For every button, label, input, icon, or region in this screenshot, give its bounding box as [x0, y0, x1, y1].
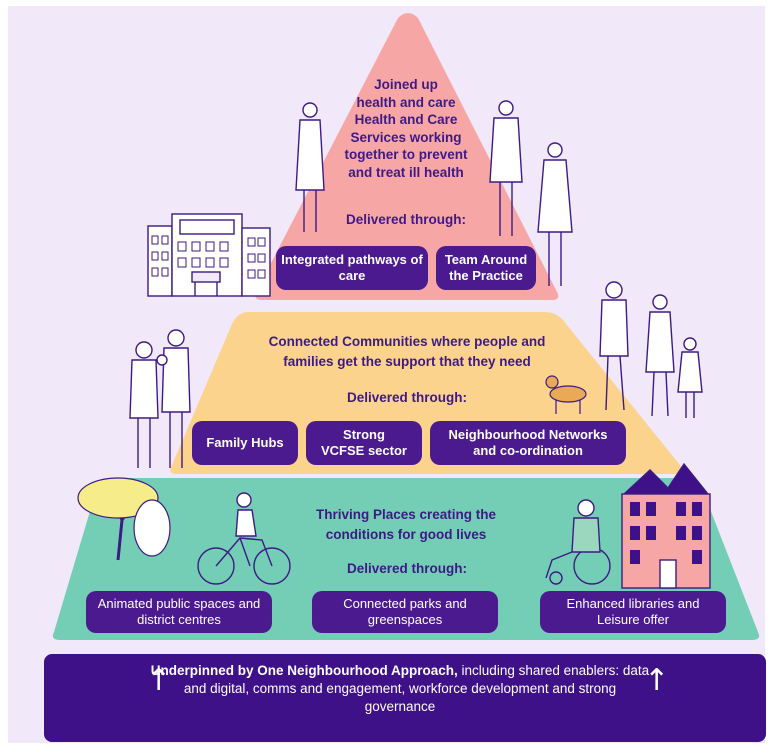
- top-heading-line: together to prevent: [344, 147, 468, 163]
- top-heading-line: Joined up: [374, 77, 438, 92]
- foundation-banner: [44, 654, 766, 742]
- foundation-text-bold: Underpinned by One Neighbourhood Approac…: [150, 663, 458, 678]
- bottom-tier-heading: Thriving Places creating the conditions …: [304, 505, 508, 544]
- middle-item-neighbourhood-networks: Neighbourhood Networks and co-ordination: [430, 421, 626, 465]
- nurse-figure: [537, 142, 573, 286]
- top-item-team-around-practice: Team Around the Practice: [436, 246, 536, 290]
- top-heading-line: and treat ill health: [348, 164, 464, 180]
- middle-item-strong-vcfse: Strong VCFSE sector: [306, 421, 422, 465]
- top-item-integrated-pathways: Integrated pathways of care: [276, 246, 428, 290]
- top-heading-line: Health and Care: [354, 112, 458, 128]
- bottom-item-connected-parks: Connected parks and greenspaces: [312, 591, 498, 633]
- foundation-text: Underpinned by One Neighbourhood Approac…: [150, 662, 650, 717]
- top-tier-heading: Joined up health and care Health and Car…: [324, 76, 488, 181]
- bottom-heading-line: Thriving Places creating the: [315, 507, 497, 522]
- hospital-illustration: [147, 213, 271, 297]
- doctor-figure: [295, 102, 325, 232]
- middle-heading-line: families get the support that they need: [283, 353, 531, 369]
- healthcare-worker-figure: [489, 100, 523, 236]
- middle-delivered-label: Delivered through:: [346, 390, 467, 405]
- middle-heading-line: Connected Communities where people and: [268, 334, 546, 349]
- library-building-illustration: [621, 462, 711, 589]
- top-tier-shape: [255, 13, 559, 300]
- top-heading-line: health and care: [356, 94, 456, 110]
- top-heading-line: Services working: [350, 129, 462, 145]
- up-arrow-icon: ↑: [644, 663, 670, 698]
- tree-illustration: [77, 477, 171, 561]
- foundation-text-rest: including shared enablers: data and digi…: [183, 663, 650, 715]
- bottom-delivered-label: Delivered through:: [346, 561, 467, 576]
- walking-family-figure: [599, 281, 703, 418]
- bottom-item-animated-public-spaces: Animated public spaces and district cent…: [86, 591, 272, 633]
- dog-figure: [545, 375, 587, 414]
- bottom-item-enhanced-libraries: Enhanced libraries and Leisure offer: [540, 591, 726, 633]
- cyclist-figure: [197, 492, 291, 585]
- wheelchair-user-figure: [545, 499, 611, 585]
- bottom-heading-line: conditions for good lives: [325, 526, 487, 542]
- middle-item-family-hubs: Family Hubs: [192, 421, 298, 465]
- top-delivered-label: Delivered through:: [345, 212, 466, 227]
- middle-tier-heading: Connected Communities where people and f…: [234, 332, 580, 371]
- up-arrow-icon: ↑: [146, 663, 172, 698]
- family-figure: [129, 329, 191, 468]
